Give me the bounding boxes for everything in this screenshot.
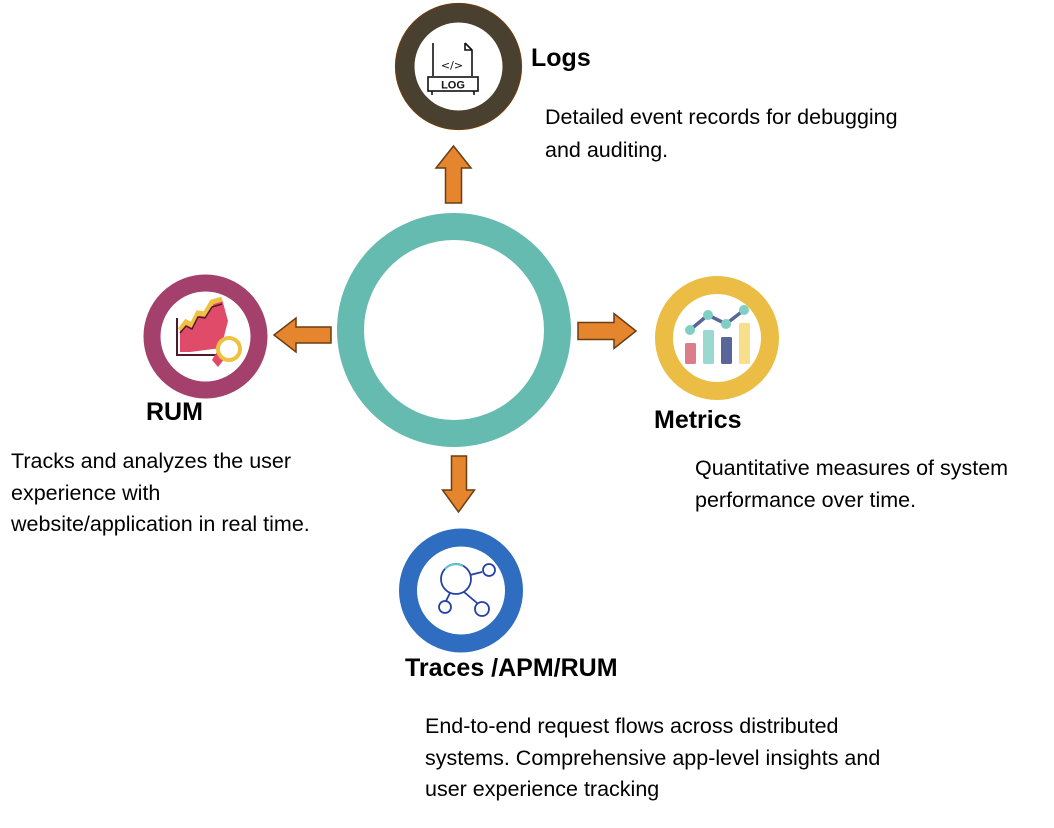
bar-line-chart-icon xyxy=(685,305,750,364)
traces-description-line: systems. Comprehensive app-level insight… xyxy=(425,745,881,770)
metrics-description: Quantitative measures of system performa… xyxy=(695,453,1008,516)
arrow-left-to-rum xyxy=(272,316,332,354)
traces-description-line: user experience tracking xyxy=(425,777,660,801)
logs-description: Detailed event records for debugging and… xyxy=(545,101,898,167)
traces-node xyxy=(399,528,523,653)
logs-title: Logs xyxy=(531,44,591,72)
logs-node: </> LOG xyxy=(394,2,523,131)
traces-description-line: End-to-end request flows across distribu… xyxy=(425,714,839,738)
log-file-icon xyxy=(427,42,479,95)
rum-description-line: website/application in real time. xyxy=(11,512,310,536)
traces-description: End-to-end request flows across distribu… xyxy=(425,711,880,806)
arrow-right-to-metrics xyxy=(577,311,638,351)
arrow-down-to-traces xyxy=(441,455,476,514)
rum-description-line: Tracks and analyzes the user xyxy=(11,449,292,473)
metrics-description-line: performance over time. xyxy=(695,487,917,512)
center-ring xyxy=(337,213,571,447)
metrics-description-line: Quantitative measures of system xyxy=(695,456,1009,480)
logs-description-line: and auditing. xyxy=(545,138,669,162)
metrics-title: Metrics xyxy=(654,406,742,434)
rum-description-line: experience with xyxy=(11,480,161,505)
logs-description-line: Detailed event records for debugging xyxy=(545,105,898,129)
network-nodes-icon xyxy=(438,563,496,617)
traces-title: Traces /APM/RUM xyxy=(405,654,618,682)
rum-node xyxy=(143,274,268,399)
metrics-node xyxy=(655,276,779,400)
metrics-ring xyxy=(655,276,779,400)
log-icon-text: LOG xyxy=(441,80,465,92)
log-icon-code: </> xyxy=(441,59,463,72)
arrow-up-to-logs xyxy=(434,144,473,204)
rum-description: Tracks and analyzes the user experience … xyxy=(11,446,310,541)
traces-ring xyxy=(399,528,523,653)
rum-title: RUM xyxy=(146,398,203,426)
chart-magnifier-icon xyxy=(176,296,242,367)
